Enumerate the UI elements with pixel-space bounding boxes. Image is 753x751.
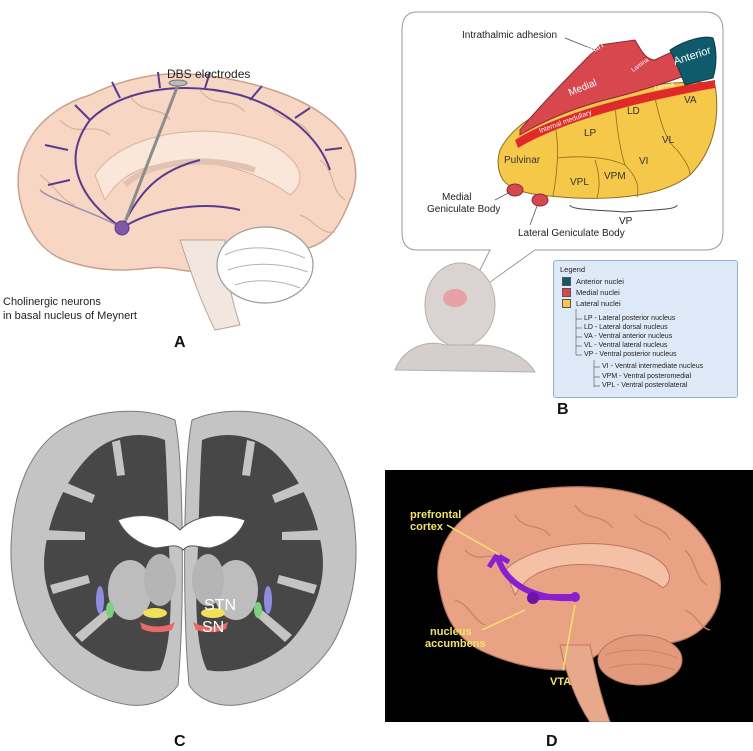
sn-right [193, 622, 228, 633]
panel-b-illustration: Intrathalmic adhesion Medial Geniculate … [394, 11, 724, 373]
vp-label: VP [619, 216, 633, 227]
panel-b: Intrathalmic adhesion Medial Geniculate … [385, 0, 753, 400]
region-lamina-right: Lamina [654, 82, 675, 92]
legend-label-anterior: Anterior nuclei [576, 277, 624, 286]
lateral-ventricles [117, 515, 246, 551]
panel-d: prefrontal cortex nucleus accumbens VTA [385, 470, 753, 722]
legend-sub-ld: LD - Lateral dorsal nucleus [584, 324, 668, 331]
region-vpm: VPM [604, 171, 626, 182]
stn-right [201, 608, 225, 618]
brainstem-d [559, 644, 611, 722]
medial-geniculate-body [506, 183, 524, 197]
medial-geniculate-label-1: Medial [442, 192, 471, 203]
region-vi: VI [639, 156, 648, 167]
legend-sub-va: VA - Ventral anterior nucleus [584, 333, 673, 340]
panel-d-label: D [546, 733, 558, 750]
electrode-label: DBS electrodes [167, 67, 250, 81]
panel-a-label: A [174, 334, 186, 351]
legend-item-anterior: Anterior nuclei [562, 277, 624, 286]
panel-c-label: C [174, 733, 186, 750]
panel-d-mesolimbic-pathway: prefrontal cortex nucleus accumbens VTA [385, 470, 753, 722]
legend-title: Legend [560, 265, 586, 274]
medial-geniculate-label-2: Geniculate Body [427, 204, 500, 215]
legend-tree-lines [575, 309, 600, 387]
corpus-callosum [94, 130, 301, 202]
legend-item-medial: Medial nuclei [562, 288, 620, 297]
legend-sub-vi: VI - Ventral intermediate nucleus [602, 363, 704, 370]
swatch-anterior [562, 277, 571, 286]
sn-left [140, 622, 175, 633]
prefrontal-label-1: prefrontal [410, 509, 461, 521]
nucleus-label-1: nucleus [430, 626, 472, 638]
region-va: VA [684, 95, 697, 106]
legend-sub-vp: VP - Ventral posterior nucleus [584, 351, 677, 358]
panel-c: STN SN [0, 400, 370, 730]
caption-line-2: in basal nucleus of Meynert [3, 310, 137, 322]
vp-bracket [569, 204, 678, 213]
dbs-electrode [123, 84, 180, 223]
panel-b-label: B [557, 401, 569, 418]
legend-item-lateral: Lateral nuclei [562, 299, 621, 308]
stn-left [143, 608, 167, 618]
region-pulvinar: Pulvinar [504, 155, 541, 166]
lateral-geniculate-body [531, 193, 549, 207]
nucleus-accumbens-node [527, 592, 539, 604]
prefrontal-label-2: cortex [410, 521, 444, 533]
legend-sub-vpm: VPM - Ventral posteromedial [602, 373, 692, 380]
swatch-lateral [562, 299, 571, 308]
region-vl: VL [662, 135, 675, 146]
vta-label: VTA [550, 676, 571, 688]
legend-label-medial: Medial nuclei [576, 288, 620, 297]
region-ld: LD [627, 106, 640, 117]
nucleus-label-2: accumbens [425, 638, 486, 650]
legend-sub-vpl: VPL - Ventral posterolateral [602, 382, 688, 389]
legend-label-lateral: Lateral nuclei [576, 299, 621, 308]
panel-a-illustration: DBS electrodes Cholinergic neurons in ba… [3, 67, 357, 331]
panel-c-coronal-section: STN SN [10, 410, 357, 706]
legend-sub-vl: VL - Ventral lateral nucleus [584, 342, 668, 349]
basal-nucleus-meynert [114, 220, 130, 236]
electrode-cap [168, 79, 188, 87]
adhesion-label: Intrathalmic adhesion [462, 30, 557, 41]
vta-node [570, 592, 580, 602]
region-vpl: VPL [570, 177, 589, 188]
sn-label: SN [202, 619, 224, 636]
swatch-medial [562, 288, 571, 297]
head-figure [394, 262, 536, 373]
cerebellum [216, 226, 314, 304]
brain-sagittal [437, 486, 721, 671]
thalamus-legend: Legend Anterior nuclei Medial nuclei Lat… [553, 260, 738, 398]
internal-medullary-lamina [515, 80, 715, 148]
lateral-geniculate-label: Lateral Geniculate Body [518, 228, 625, 239]
anterior-nuclei-region [669, 36, 717, 86]
legend-sub-lp: LP - Lateral posterior nucleus [584, 315, 676, 322]
panel-a: DBS electrodes Cholinergic neurons in ba… [0, 0, 370, 360]
cerebellum-d [597, 634, 683, 686]
caption-line-1: Cholinergic neurons [3, 296, 101, 308]
stn-label: STN [204, 597, 236, 614]
region-lp: LP [584, 128, 597, 139]
